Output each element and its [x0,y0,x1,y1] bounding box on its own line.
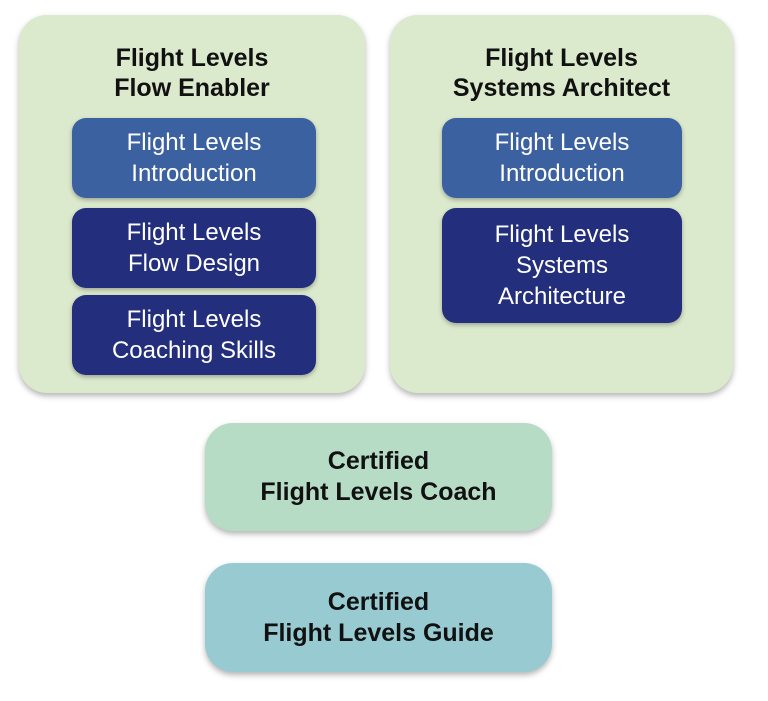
module-label-line: Systems [515,252,608,279]
module-label-line: Flow Design [127,250,261,277]
module-label-line: Flight Levels [126,306,262,333]
panel-systems-architect: Flight Levels Systems Architect Flight L… [390,15,733,393]
cert-flight-levels-guide: Certified Flight Levels Guide [205,563,552,672]
module-flight-levels-coaching-skills: Flight Levels Coaching Skills [72,295,316,375]
module-label-line: Flight Levels [494,221,630,248]
module-label-line: Flight Levels [126,129,262,156]
panel-title: Flight Levels Systems Architect [390,43,733,103]
module-flight-levels-introduction: Flight Levels Introduction [72,118,316,198]
panel-title-line: Flight Levels [485,44,638,72]
cert-flight-levels-coach: Certified Flight Levels Coach [205,423,552,531]
module-label-line: Introduction [131,160,257,187]
module-label-line: Flight Levels [494,129,630,156]
panel-title-line: Flow Enabler [114,74,270,102]
module-label-line: Architecture [497,283,627,310]
module-flight-levels-introduction: Flight Levels Introduction [442,118,682,198]
panel-flow-enabler: Flight Levels Flow Enabler Flight Levels… [19,15,365,393]
module-flight-levels-flow-design: Flight Levels Flow Design [72,208,316,288]
module-label-line: Flight Levels [126,219,262,246]
module-label-line: Coaching Skills [111,337,277,364]
panel-title: Flight Levels Flow Enabler [19,43,365,103]
module-label-line: Introduction [499,160,625,187]
cert-label-line: Flight Levels Coach [260,478,497,506]
panel-title-line: Systems Architect [452,74,671,102]
panel-title-line: Flight Levels [115,44,269,72]
cert-label-line: Certified [327,447,430,475]
module-flight-levels-systems-architecture: Flight Levels Systems Architecture [442,208,682,323]
cert-label-line: Certified [327,587,430,616]
cert-label-line: Flight Levels Guide [263,618,494,647]
